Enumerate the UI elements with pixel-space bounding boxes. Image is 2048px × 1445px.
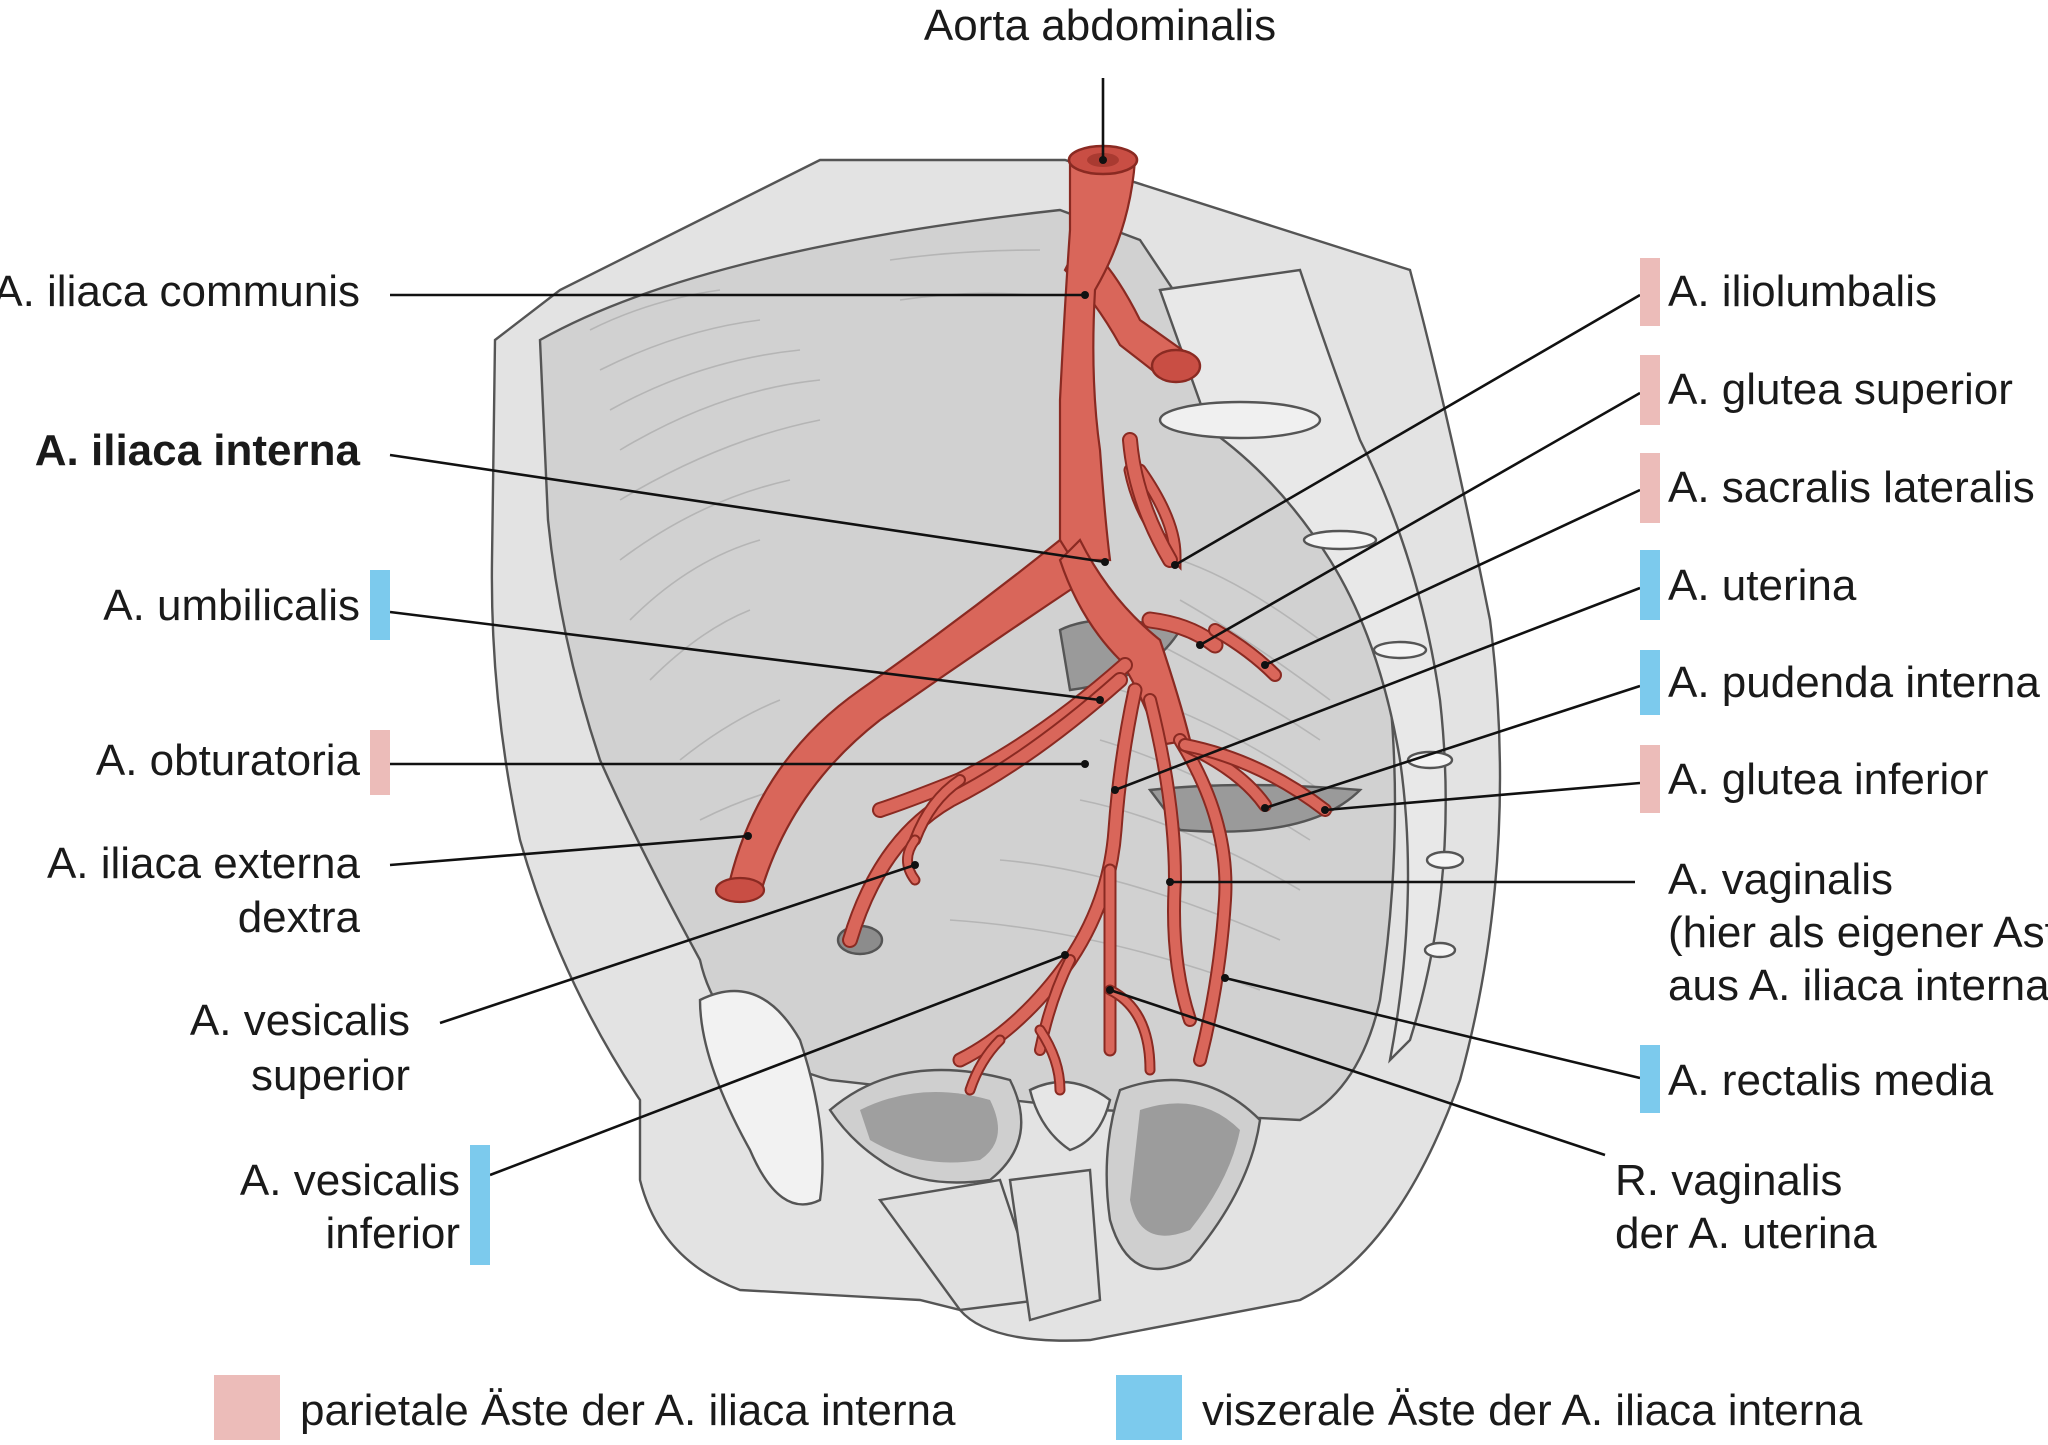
pelvic-floor-stump [1008, 1168, 1102, 1322]
marker-sacralis-lateralis [1640, 453, 1660, 523]
label-vaginalis-2: (hier als eigener Ast [1668, 908, 2048, 957]
labels: Aorta abdominalis A. iliaca communis A. … [0, 1, 2048, 1258]
label-obturatoria: A. obturatoria [96, 736, 361, 785]
vesicalis-superior-branch [911, 776, 964, 844]
label-iliaca-communis: A. iliaca communis [0, 267, 360, 316]
label-vesicalis-inferior-2: inferior [326, 1209, 461, 1258]
legend-swatch-parietal [214, 1375, 280, 1440]
marker-glutea-superior [1640, 355, 1660, 425]
sacral-foramen [1423, 941, 1457, 959]
r-vaginalis-twig [1106, 986, 1154, 1074]
umbilical-branch [874, 659, 1131, 816]
marker-uterina [1640, 550, 1660, 620]
vesical-inferior-twig-2 [1036, 1026, 1064, 1094]
bladder-lumen [860, 1092, 998, 1163]
arteries [714, 144, 1332, 1096]
glutea-superior-branch [1143, 613, 1222, 652]
label-r-vaginalis-2: der A. uterina [1615, 1209, 1877, 1258]
sacral-foramen [1425, 850, 1465, 870]
obturator-foramen [698, 989, 824, 1206]
legend-swatch-visceral [1116, 1375, 1182, 1440]
marker-obturatoria [370, 730, 390, 795]
label-r-vaginalis-1: R. vaginalis [1615, 1156, 1842, 1205]
label-pudenda-interna: A. pudenda interna [1668, 658, 2040, 707]
left-common-iliac-cut [1150, 348, 1202, 384]
marker-vesicalis-inferior [470, 1145, 490, 1265]
pelvis-illustration [490, 158, 1502, 1342]
glutea-inferior-branch [1180, 740, 1330, 815]
iliolumbal-stem [1124, 434, 1176, 566]
branch-type-markers [370, 258, 1660, 1265]
label-iliaca-externa-2: dextra [238, 893, 361, 942]
external-iliac-cut [714, 876, 766, 904]
label-vesicalis-inferior-1: A. vesicalis [240, 1156, 460, 1205]
label-umbilicalis: A. umbilicalis [103, 581, 360, 630]
sacral-foramen [1372, 640, 1428, 660]
label-vaginalis-1: A. vaginalis [1668, 855, 1893, 904]
label-iliaca-interna: A. iliaca interna [35, 426, 361, 475]
rectal-media-branch [1175, 735, 1231, 1065]
label-sacralis-lateralis: A. sacralis lateralis [1668, 463, 2035, 512]
label-glutea-inferior: A. glutea inferior [1668, 755, 1988, 804]
legend-label-visceral: viszerale Äste der A. iliaca interna [1202, 1386, 1863, 1435]
obturator-branch [844, 674, 1126, 946]
marker-rectalis-media [1640, 1045, 1660, 1113]
label-vaginalis-3: aus A. iliaca interna) [1668, 961, 2048, 1010]
label-iliolumbalis: A. iliolumbalis [1668, 267, 1937, 316]
legend: parietale Äste der A. iliaca interna vis… [214, 1375, 1863, 1440]
label-glutea-superior: A. glutea superior [1668, 365, 2013, 414]
label-aorta: Aorta abdominalis [924, 1, 1276, 50]
label-vesicalis-superior-2: superior [251, 1051, 410, 1100]
marker-umbilicalis [370, 570, 390, 640]
marker-iliolumbalis [1640, 258, 1660, 326]
muscle-fibers [589, 249, 1331, 991]
legend-label-parietal: parietale Äste der A. iliaca interna [300, 1386, 956, 1435]
label-vesicalis-superior-1: A. vesicalis [190, 996, 410, 1045]
aorta-common-iliac [1058, 158, 1137, 562]
marker-pudenda-interna [1640, 650, 1660, 715]
vesical-inferior-twig [966, 1036, 1004, 1094]
vaginal-artery [1145, 695, 1195, 1025]
uterine-branch [954, 684, 1141, 1066]
marker-glutea-inferior [1640, 745, 1660, 813]
rectum-lumen [1130, 1103, 1240, 1236]
vagina [1028, 1080, 1112, 1152]
leader-lines [389, 78, 1641, 1177]
label-iliaca-externa-1: A. iliaca externa [47, 839, 361, 888]
label-rectalis-media: A. rectalis media [1668, 1056, 1994, 1105]
label-uterina: A. uterina [1668, 561, 1857, 610]
sacral-foramen [1406, 750, 1454, 770]
vesicalis-superior-twig [904, 836, 919, 884]
internal-iliac-branches [842, 432, 1332, 1096]
vertebra-disc [1158, 400, 1322, 440]
sacral-foramen [1302, 529, 1378, 551]
